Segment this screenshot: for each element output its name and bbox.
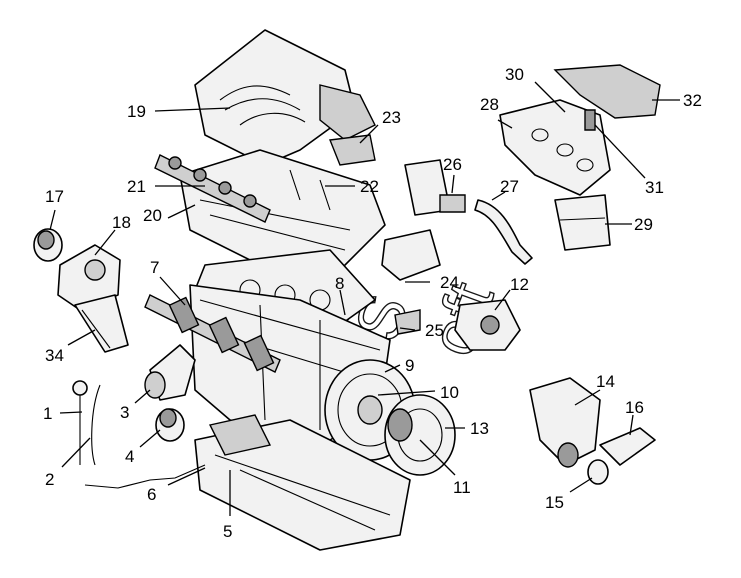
cylinder-head (179, 149, 386, 271)
cat-shield (554, 194, 611, 251)
label-22: 22 (360, 177, 379, 196)
timing-cover (57, 244, 121, 311)
pulley (33, 228, 63, 262)
part-labels: 19 21 20 22 23 7 8 24 25 12 9 10 13 11 1… (43, 65, 702, 541)
clutch (384, 394, 456, 476)
label-28: 28 (480, 95, 499, 114)
label-31: 31 (645, 178, 664, 197)
oxygen-sensor (584, 109, 596, 131)
label-8: 8 (335, 274, 344, 293)
label-3: 3 (120, 403, 129, 422)
label-1: 1 (43, 404, 52, 423)
label-13: 13 (470, 419, 489, 438)
water-pump (454, 299, 521, 351)
label-26: 26 (443, 155, 462, 174)
label-24: 24 (440, 273, 459, 292)
leader-lines (49, 81, 680, 516)
bush (587, 459, 609, 485)
label-32: 32 (683, 91, 702, 110)
engine-mount (529, 377, 601, 468)
label-4: 4 (125, 447, 134, 466)
label-11: 11 (453, 478, 471, 497)
bracket-24 (381, 229, 441, 281)
label-2: 2 (45, 470, 54, 489)
label-17: 17 (45, 187, 64, 206)
exhaust-manifold (499, 99, 611, 196)
label-15: 15 (545, 493, 564, 512)
thermostat (144, 344, 196, 401)
sensor-23 (329, 134, 376, 166)
label-29: 29 (634, 215, 653, 234)
label-7: 7 (150, 258, 159, 277)
label-12: 12 (510, 275, 529, 294)
label-27: 27 (500, 177, 519, 196)
label-10: 10 (440, 383, 459, 402)
label-18: 18 (112, 213, 131, 232)
oil-pickup (74, 294, 129, 353)
oil-filter (155, 408, 185, 442)
oil-pipe (84, 464, 206, 489)
label-20: 20 (143, 206, 162, 225)
label-6: 6 (147, 485, 156, 504)
hose (474, 199, 533, 265)
label-14: 14 (596, 372, 615, 391)
engine-cover (194, 29, 376, 166)
label-16: 16 (625, 398, 644, 417)
label-23: 23 (382, 108, 401, 127)
heat-shield (553, 64, 661, 119)
label-5: 5 (223, 522, 232, 541)
thermostat-housing (404, 159, 466, 216)
mount-arm (599, 427, 656, 466)
sensor-25 (394, 309, 421, 335)
label-9: 9 (405, 356, 414, 375)
label-25: 25 (425, 321, 444, 340)
label-34: 34 (45, 346, 64, 365)
label-21: 21 (127, 177, 146, 196)
crankshaft (144, 294, 281, 373)
label-30: 30 (505, 65, 524, 84)
dipstick (72, 380, 101, 466)
camshaft (154, 154, 271, 223)
oil-pan (194, 414, 411, 551)
label-19: 19 (127, 102, 146, 121)
